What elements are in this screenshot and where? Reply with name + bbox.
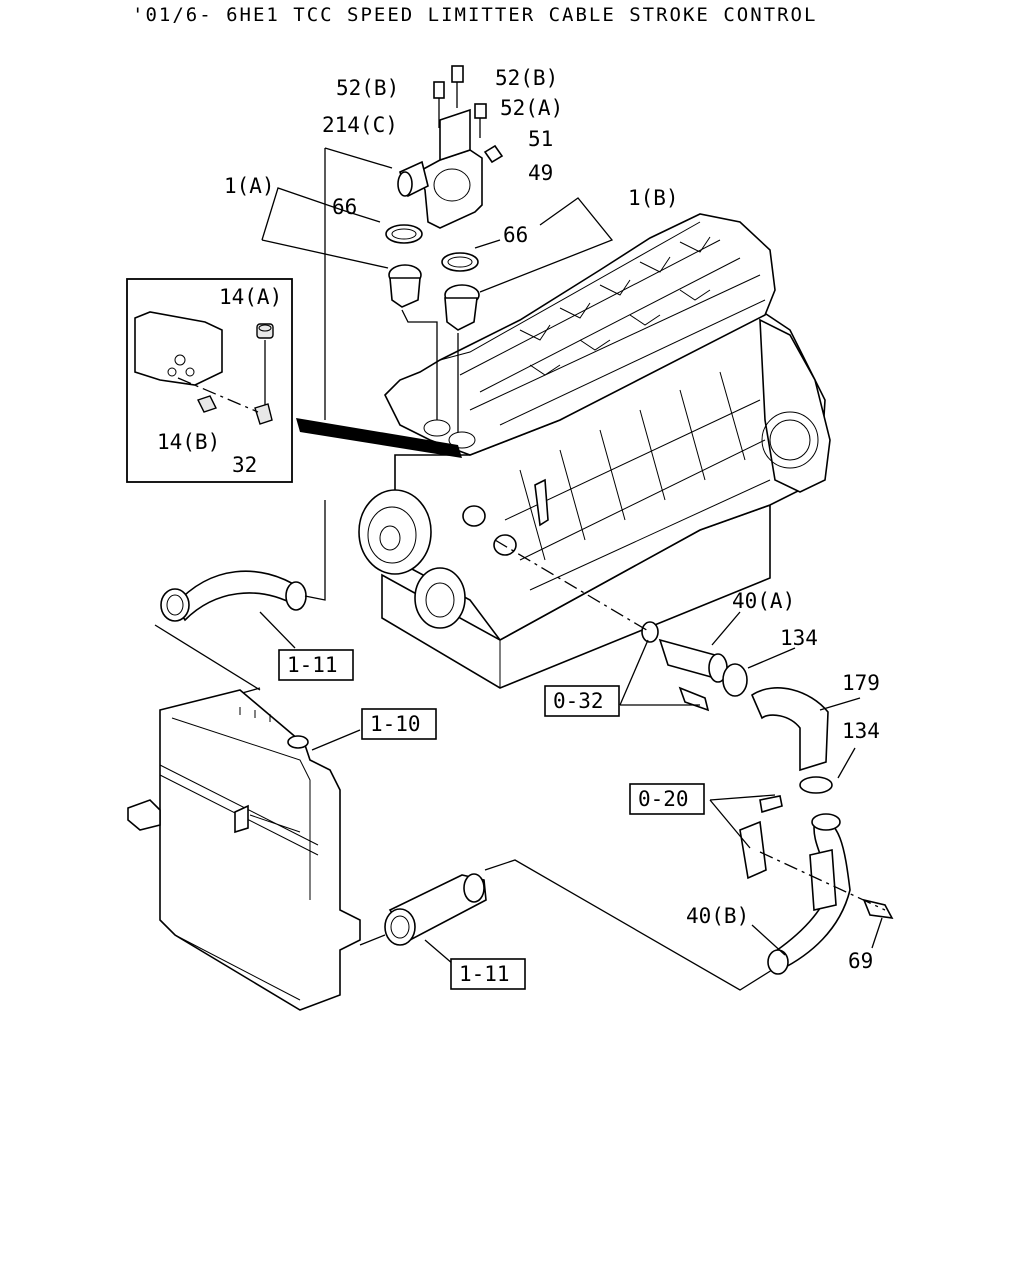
callout-14a: 14(A) [219,285,282,309]
ref-label-1-11-top: 1-11 [287,653,338,677]
callout-69: 69 [848,949,873,973]
callout-49: 49 [528,161,553,185]
ref-box-1-10: 1-10 [361,708,437,740]
callout-52a: 52(A) [500,96,563,120]
radiator [127,689,361,1011]
ref-box-0-20: 0-20 [629,783,705,815]
callout-134-top: 134 [780,626,818,650]
engine-block [358,213,831,689]
ref-box-0-32: 0-32 [544,685,620,717]
ref-label-1-10: 1-10 [370,712,421,736]
callout-179: 179 [842,671,880,695]
ref-label-1-11-bottom: 1-11 [459,962,510,986]
callout-32: 32 [232,453,257,477]
inset-pointer [296,418,462,458]
ref-label-0-32: 0-32 [553,689,604,713]
callout-52b-right: 52(B) [495,66,558,90]
callout-51: 51 [528,127,553,151]
callout-66-left: 66 [332,195,357,219]
ref-label-0-20: 0-20 [638,787,689,811]
upper-hose [154,500,326,696]
diagram-title: '01/6- 6HE1 TCC SPEED LIMITTER CABLE STR… [132,4,818,26]
ref-box-1-11-bottom: 1-11 [450,958,526,990]
callout-40b: 40(B) [686,904,749,928]
thermostat-group [261,65,614,432]
ref-box-1-11-top: 1-11 [278,649,354,681]
callout-40a: 40(A) [732,589,795,613]
callout-66-right: 66 [503,223,528,247]
callout-14b: 14(B) [157,430,220,454]
lower-hose [359,859,773,991]
callout-214c: 214(C) [322,113,398,137]
callout-1a: 1(A) [224,174,275,198]
callout-134-bottom: 134 [842,719,880,743]
callout-1b: 1(B) [628,186,679,210]
detail-inset [126,278,293,483]
water-pipe-group [494,539,894,975]
callout-52b-left: 52(B) [336,76,399,100]
